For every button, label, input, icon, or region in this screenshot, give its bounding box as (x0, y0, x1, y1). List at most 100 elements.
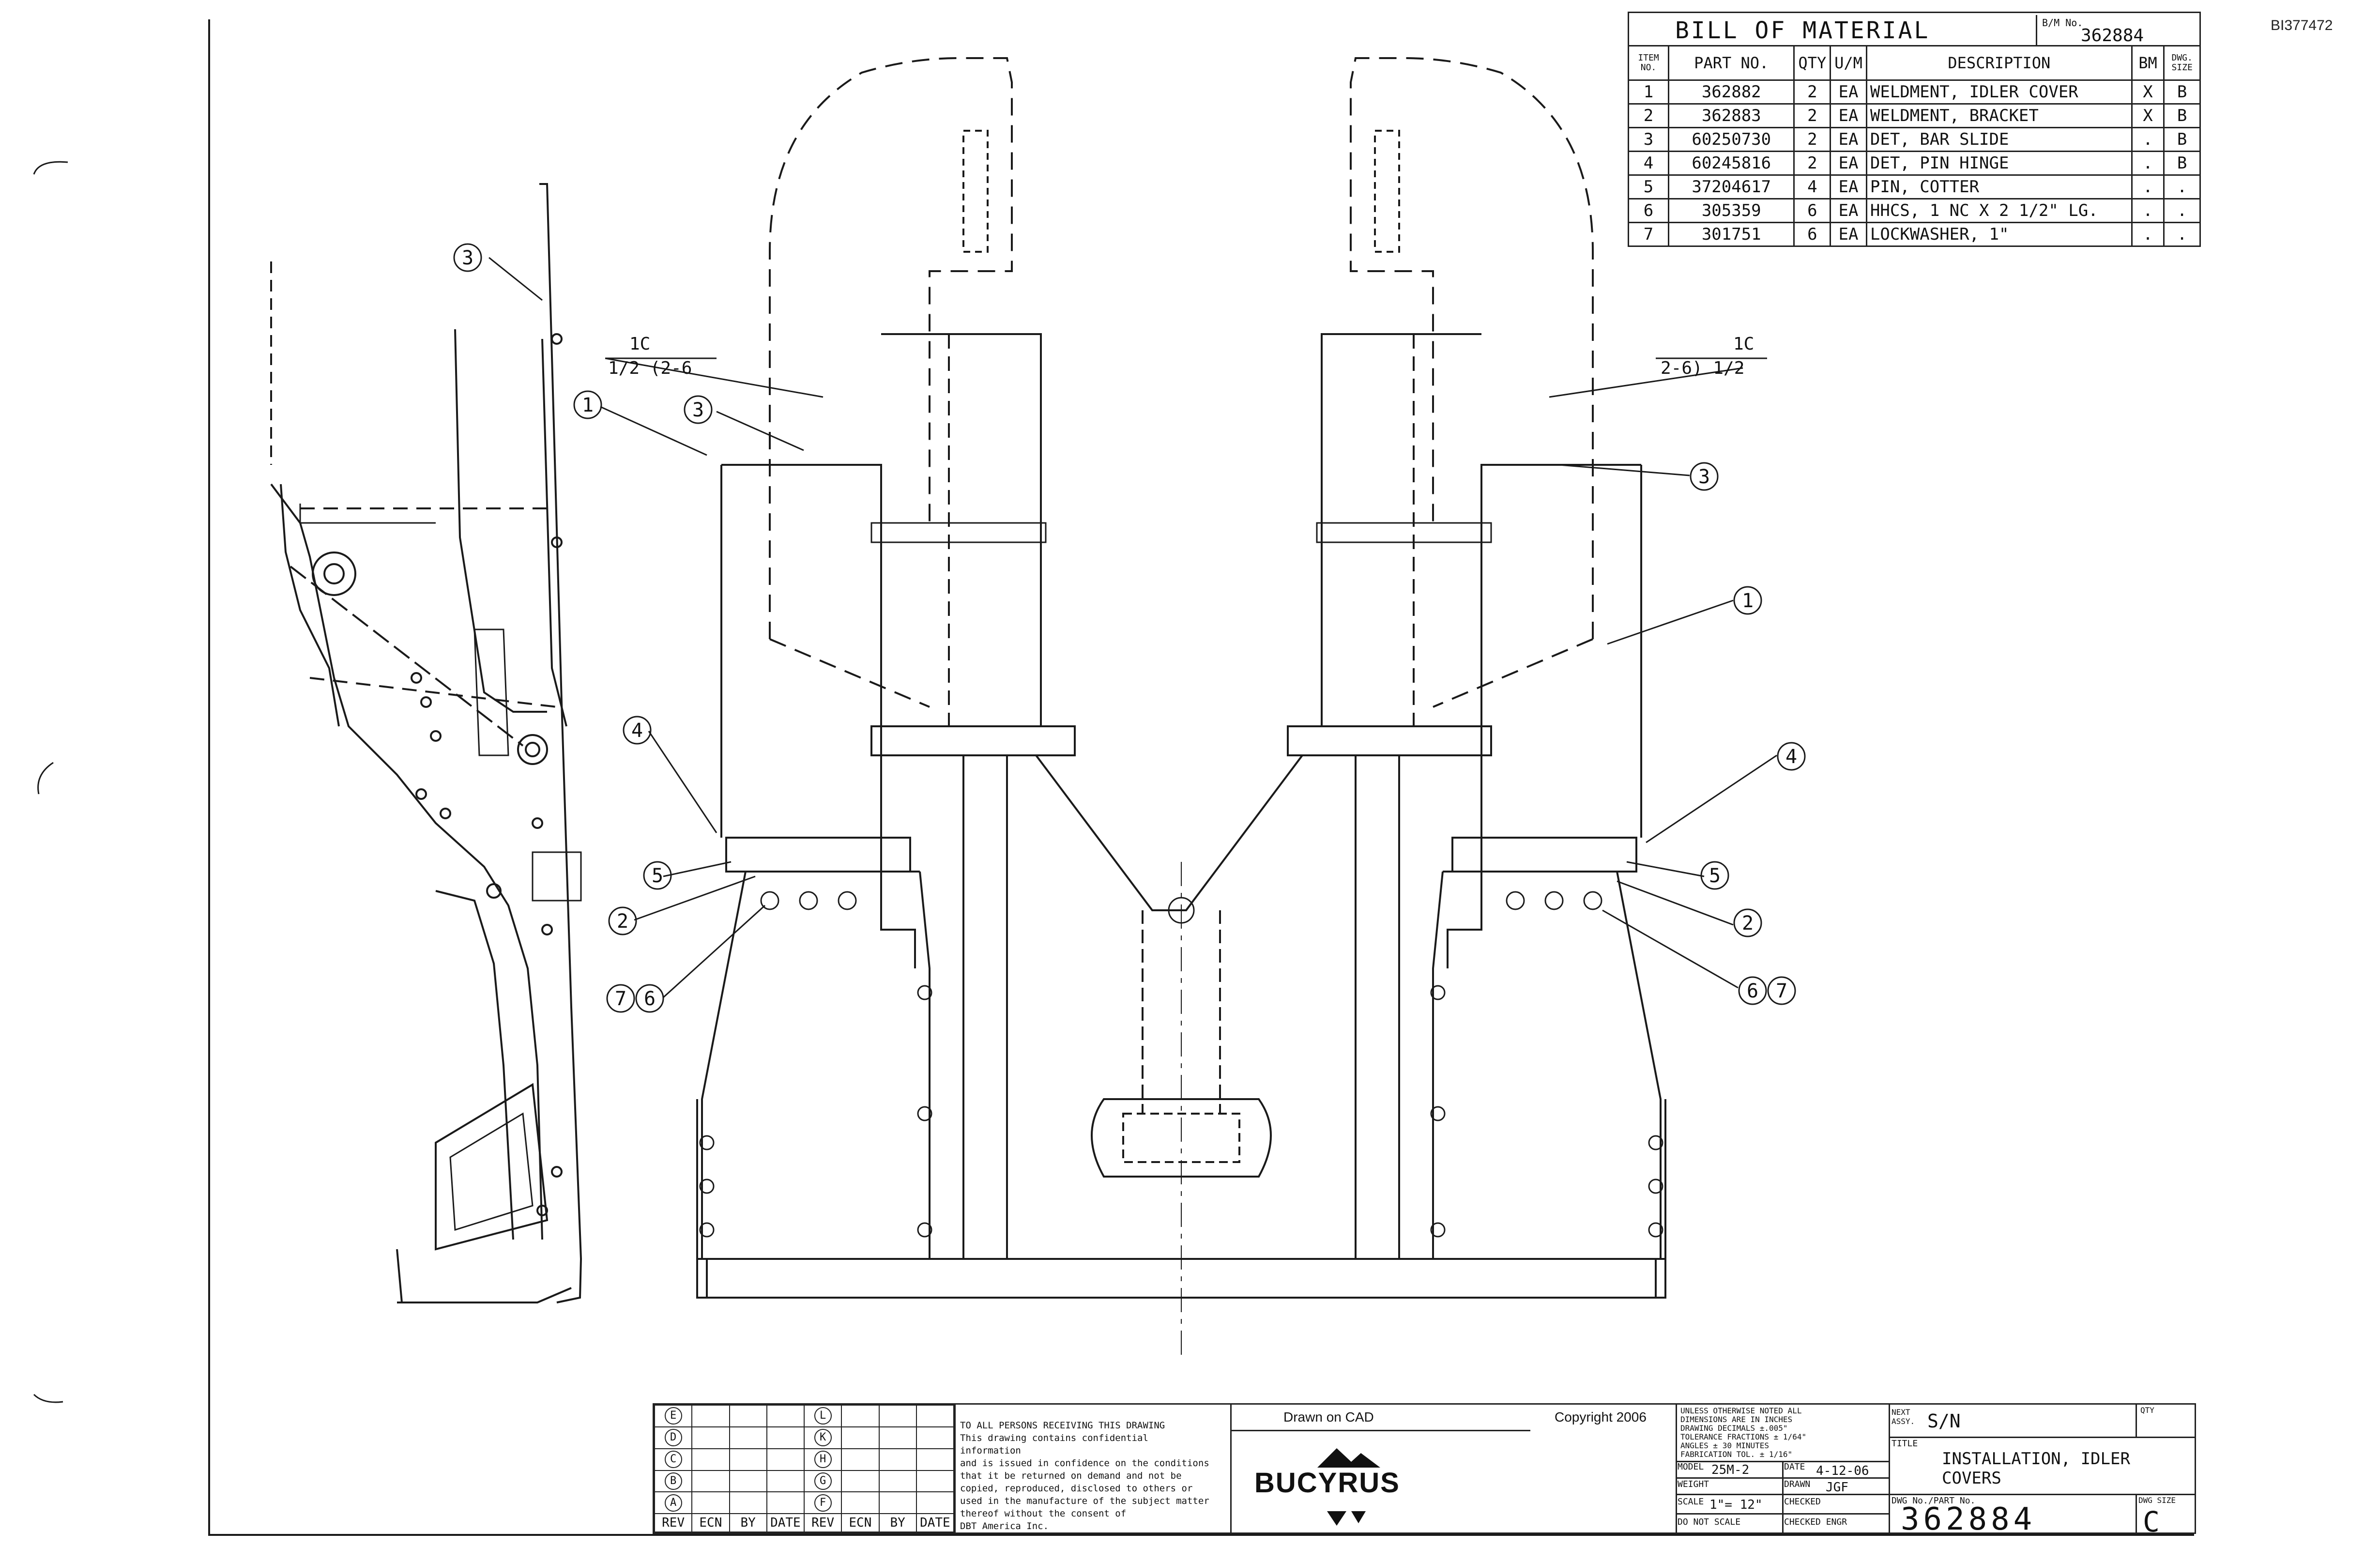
scale-value: 1"= 12" (1709, 1498, 1763, 1512)
weld-right-bottom: 2-6) 1/2 (1661, 358, 1745, 378)
cell-size: B (2163, 79, 2201, 105)
rev-header: ECN (691, 1513, 730, 1532)
drawing-border (208, 19, 2194, 1536)
callout-1-right: 1 (1742, 590, 1754, 612)
callout-1-left: 1 (582, 394, 594, 416)
col-description: DESCRIPTION (1865, 45, 2133, 81)
col-bm: BM (2131, 45, 2165, 81)
rev-letter: H (814, 1451, 832, 1469)
cell-um: EA (1830, 79, 1867, 105)
table-row: 1 362882 2 EA WELDMENT, IDLER COVER X B (1627, 79, 2201, 105)
drawn-value: JGF (1826, 1480, 1848, 1495)
confidentiality-notice: TO ALL PERSONS RECEIVING THIS DRAWING Th… (960, 1420, 1209, 1532)
rev-letter: E (664, 1407, 682, 1425)
title-block: E L D K C H B (653, 1403, 2196, 1538)
cell-um: EA (1830, 174, 1867, 199)
callout-5-left: 5 (652, 865, 663, 887)
cell-part: 60245816 (1668, 151, 1795, 176)
cell-size: . (2163, 174, 2201, 199)
cell-um: EA (1830, 151, 1867, 176)
table-row: 5 37204617 4 EA PIN, COTTER . . (1627, 174, 2201, 199)
cell-item: 4 (1627, 151, 1670, 176)
cell-part: 60250730 (1668, 127, 1795, 152)
rev-letter: G (814, 1472, 832, 1490)
cell-bm: . (2131, 151, 2165, 176)
callout-4-right: 4 (1785, 746, 1797, 768)
logo-text: BUCYRUS (1254, 1467, 1400, 1499)
callout-3-side: 3 (462, 247, 473, 269)
weight-label: WEIGHT (1678, 1479, 1709, 1489)
weld-right-top: 1C (1733, 334, 1754, 354)
rev-letter: K (814, 1429, 832, 1447)
callout-7-left: 7 (615, 988, 626, 1010)
callout-2-right: 2 (1742, 912, 1754, 934)
weld-left-bottom: 1/2 (2-6 (608, 358, 692, 378)
table-row: 2 362883 2 EA WELDMENT, BRACKET X B (1627, 103, 2201, 128)
copyright: Copyright 2006 (1555, 1409, 1647, 1424)
cell-bm: . (2131, 222, 2165, 247)
dwg-no-label: DWG No./PART No. (1892, 1496, 1976, 1506)
rev-letter: D (664, 1429, 682, 1447)
checked-engr-label: CHECKED ENGR (1784, 1517, 1847, 1527)
cell-um: EA (1830, 103, 1867, 128)
date-label: DATE (1784, 1462, 1805, 1472)
do-not-scale-label: DO NOT SCALE (1678, 1517, 1741, 1527)
callout-3-left: 3 (692, 399, 704, 421)
cell-size: B (2163, 151, 2201, 176)
bucyrus-logo (1317, 1448, 1380, 1526)
col-um: U/M (1830, 45, 1867, 81)
bill-of-material: BILL OF MATERIAL B/M No. 362884 ITEM NO.… (1627, 12, 2201, 247)
bom-header-row: ITEM NO. PART NO. QTY U/M DESCRIPTION BM… (1627, 45, 2201, 81)
cell-size: . (2163, 198, 2201, 223)
bom-number-cell: B/M No. 362884 (2036, 15, 2144, 46)
cell-desc: HHCS, 1 NC X 2 1/2" LG. (1865, 198, 2133, 223)
cell-qty: 2 (1793, 103, 1831, 128)
cell-size: B (2163, 103, 2201, 128)
next-assy-label: NEXT ASSY. (1892, 1408, 1915, 1426)
callout-3-right: 3 (1698, 466, 1710, 488)
table-row: 3 60250730 2 EA DET, BAR SLIDE . B (1627, 127, 2201, 152)
drawing-number: 362884 (1901, 1501, 2036, 1537)
cell-item: 6 (1627, 198, 1670, 223)
cell-qty: 6 (1793, 222, 1831, 247)
table-row: 4 60245816 2 EA DET, PIN HINGE . B (1627, 151, 2201, 176)
col-item: ITEM NO. (1627, 45, 1670, 81)
cell-bm: X (2131, 79, 2165, 105)
rev-header: BY (729, 1513, 767, 1532)
rev-letter: A (664, 1494, 682, 1512)
rev-header: REV (654, 1513, 693, 1532)
cell-item: 3 (1627, 127, 1670, 152)
title-label: TITLE (1892, 1439, 1918, 1449)
cell-qty: 2 (1793, 79, 1831, 105)
cell-desc: DET, PIN HINGE (1865, 151, 2133, 176)
bom-number: 362884 (2081, 26, 2144, 46)
cell-part: 305359 (1668, 198, 1795, 223)
bom-title: BILL OF MATERIAL (1675, 17, 1930, 44)
col-qty: QTY (1793, 45, 1831, 81)
cell-part: 362883 (1668, 103, 1795, 128)
cell-part: 362882 (1668, 79, 1795, 105)
revision-grid: E L D K C H B (654, 1405, 955, 1532)
cell-part: 37204617 (1668, 174, 1795, 199)
cell-size: . (2163, 222, 2201, 247)
rev-header: BY (878, 1513, 917, 1532)
rev-header: DATE (766, 1513, 805, 1532)
cell-part: 301751 (1668, 222, 1795, 247)
cell-item: 5 (1627, 174, 1670, 199)
rev-letter: B (664, 1472, 682, 1490)
callout-2-left: 2 (617, 910, 628, 933)
side-view (270, 183, 582, 1303)
document-id: BI377472 (2271, 17, 2333, 33)
cell-item: 2 (1627, 103, 1670, 128)
qty-label: QTY (2140, 1406, 2154, 1415)
cell-size: B (2163, 127, 2201, 152)
cell-qty: 4 (1793, 174, 1831, 199)
date-value: 4-12-06 (1816, 1464, 1869, 1478)
bom-header: BILL OF MATERIAL B/M No. 362884 (1628, 12, 2201, 46)
cell-bm: . (2131, 127, 2165, 152)
rev-header: REV (803, 1513, 842, 1532)
rev-letter: L (814, 1407, 832, 1425)
weld-left-top: 1C (629, 334, 651, 354)
